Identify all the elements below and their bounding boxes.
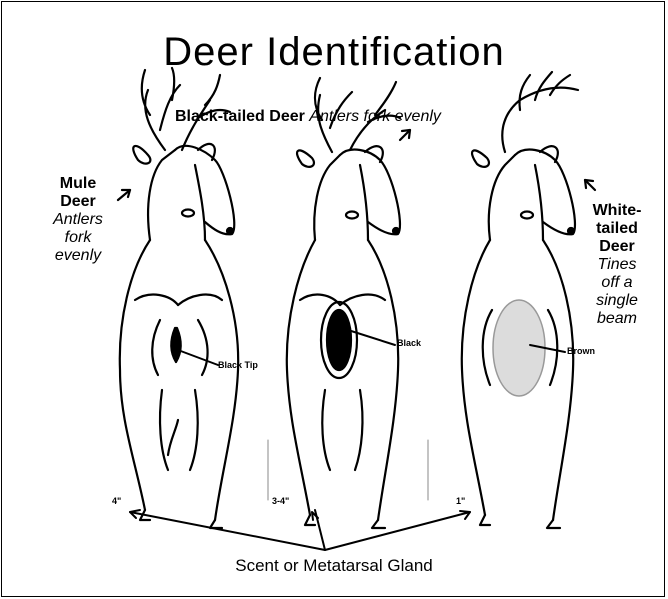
whitetailed-deer-name-1: White- [593,202,642,219]
scent-gland-caption: Scent or Metatarsal Gland [0,556,668,576]
whitetailed-deer-desc-1: Tines [598,256,637,273]
mule-deer-name-2: Deer [60,193,96,210]
whitetailed-deer-desc-2: off a [601,274,632,291]
whitetailed-deer-desc-4: beam [597,310,637,327]
mule-deer-desc-3: evenly [55,247,101,264]
blacktailed-deer-name: Black-tailed Deer [175,108,305,125]
mule-deer-desc-2: fork [65,229,92,246]
whitetailed-gland-size: 1" [456,496,465,506]
mule-tail-label: Black Tip [218,360,258,370]
blacktailed-gland-size: 3-4" [272,496,289,506]
whitetailed-deer-label: White- tailed Deer Tines off a single be… [572,202,662,328]
mule-deer-desc-1: Antlers [53,211,103,228]
blacktailed-tail-label: Black [397,338,421,348]
mule-deer-name-1: Mule [60,175,96,192]
blacktailed-deer-desc: Antlers fork evenly [309,108,441,125]
mule-deer-figure [120,68,238,528]
whitetailed-deer-desc-3: single [596,292,638,309]
whitetailed-deer-name-3: Deer [599,238,635,255]
whitetailed-deer-name-2: tailed [596,220,638,237]
whitetailed-tail-label: Brown [567,346,595,356]
blacktailed-deer-label: Black-tailed Deer Antlers fork evenly [175,108,535,126]
mule-gland-size: 4" [112,496,121,506]
mule-deer-label: Mule Deer Antlers fork evenly [28,175,128,265]
